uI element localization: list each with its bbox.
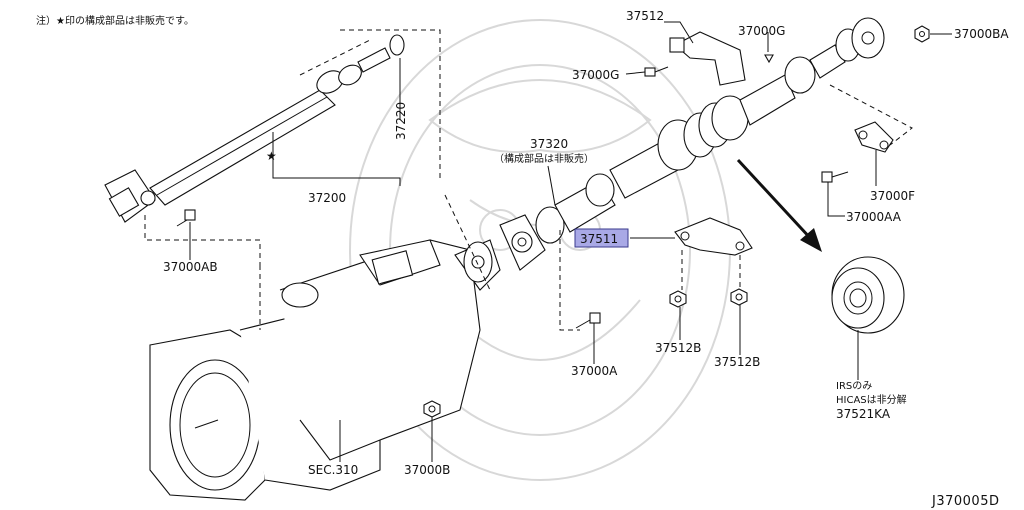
nut-37000ba: [914, 25, 930, 43]
label-37511-highlight: [574, 228, 629, 248]
label-sec310[interactable]: SEC.310: [308, 463, 358, 477]
label-37521ka[interactable]: 37521KA: [836, 407, 891, 421]
bolt-37000aa: [821, 171, 849, 183]
coupling-37521ka: [831, 256, 905, 334]
propeller-shaft-37200: [104, 34, 405, 223]
propeller-shaft-37320: [499, 17, 885, 271]
diagram-id: J370005D: [931, 494, 999, 509]
label-37000a[interactable]: 37000A: [571, 364, 618, 378]
bracket-37000f: [854, 121, 894, 153]
label-37000ba[interactable]: 37000BA: [954, 27, 1009, 41]
bolt-37000a: [575, 312, 601, 329]
nut-37512b-right: [730, 288, 748, 306]
nut-37000b: [423, 400, 441, 418]
irs-note-line2: HICASは非分解: [836, 393, 907, 406]
star-marker: ★: [266, 149, 277, 163]
label-37220[interactable]: 37220: [394, 102, 408, 140]
bolt-37000g-top: [764, 54, 774, 64]
label-37511[interactable]: 37511: [580, 232, 618, 246]
leader-lines: [189, 21, 952, 462]
note-text: 注）★印の構成部品は非販売です。: [36, 14, 194, 27]
label-37000b[interactable]: 37000B: [404, 463, 450, 477]
label-37000aa[interactable]: 37000AA: [846, 210, 902, 224]
transmission-sec310: [149, 239, 501, 501]
center-bearing-bracket-37512: [669, 31, 746, 86]
label-37000f[interactable]: 37000F: [870, 189, 915, 203]
label-37320[interactable]: 37320: [530, 137, 568, 151]
detail-arrow: [736, 158, 822, 252]
label-37000g-top[interactable]: 37000G: [738, 24, 785, 38]
label-37000ab[interactable]: 37000AB: [163, 260, 218, 274]
label-37512b-right[interactable]: 37512B: [714, 355, 760, 369]
label-37000g-left[interactable]: 37000G: [572, 68, 619, 82]
label-37320-note: （構成部品は非販売）: [494, 152, 594, 165]
irs-note-line1: IRSのみ: [836, 381, 872, 392]
label-37200[interactable]: 37200: [308, 191, 346, 205]
label-37512[interactable]: 37512: [626, 9, 664, 23]
bolt-37000ab: [176, 209, 196, 227]
label-37512b-left[interactable]: 37512B: [655, 341, 701, 355]
nut-37512b-left: [669, 290, 687, 308]
mounting-bracket-37511: [674, 217, 753, 256]
